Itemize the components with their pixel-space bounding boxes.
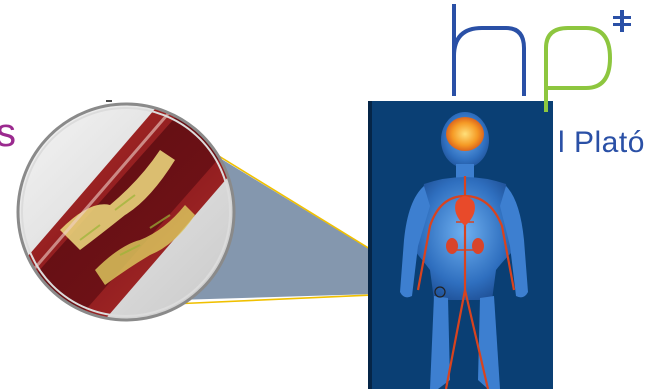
partial-text-left: s	[0, 113, 16, 153]
hp-logo-icon	[446, 4, 646, 112]
partial-text-right: l Plató	[558, 128, 645, 158]
artery-closeup-icon	[0, 80, 260, 360]
